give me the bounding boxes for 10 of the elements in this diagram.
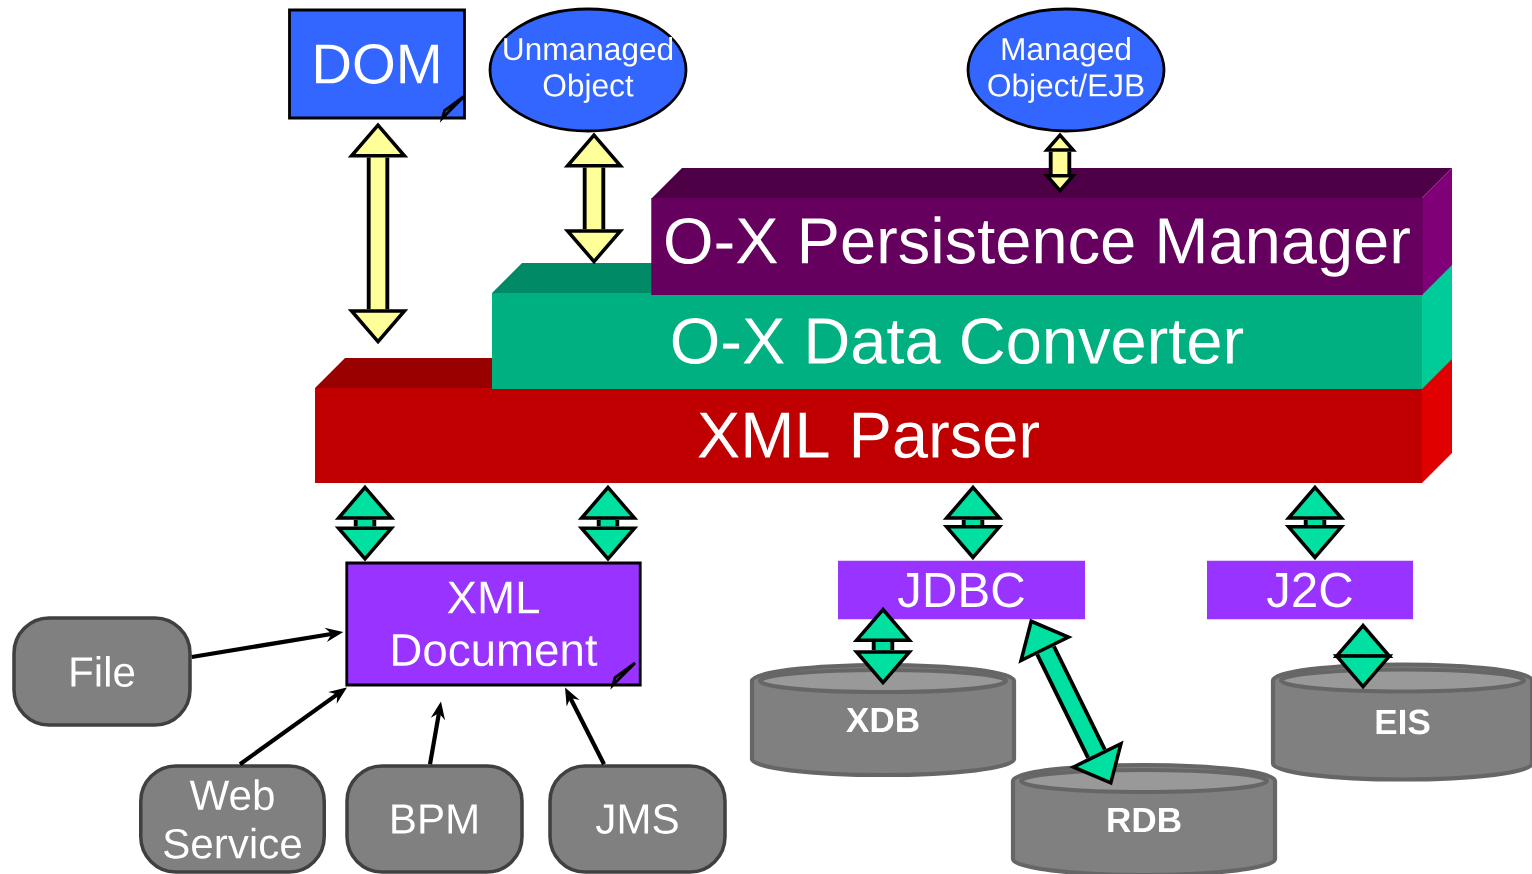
- interface-box: J2C: [1207, 560, 1413, 620]
- interface-box: JDBC: [838, 560, 1085, 620]
- layer-block: O-X Persistence Manager: [651, 168, 1452, 295]
- database-cylinder: EIS: [1270, 662, 1532, 782]
- source-box: JMS: [548, 764, 727, 874]
- source-box: Web Service: [139, 764, 326, 874]
- database-cylinder: RDB: [1010, 762, 1278, 874]
- source-box: BPM: [345, 764, 524, 874]
- source-box: File: [12, 616, 192, 727]
- database-cylinder: XDB: [749, 662, 1017, 778]
